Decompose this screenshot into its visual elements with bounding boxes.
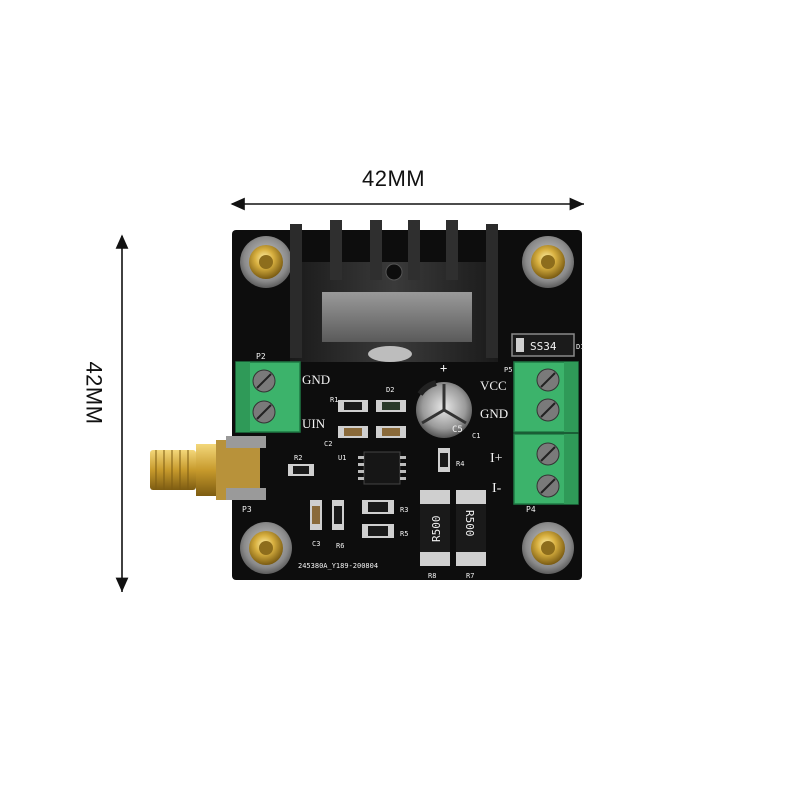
diode-marking: SS34 — [530, 340, 557, 353]
c3-label: C3 — [312, 540, 320, 548]
u1-label: U1 — [338, 454, 346, 462]
r2-label: R2 — [294, 454, 302, 462]
shunt-left-marking: R500 — [430, 516, 443, 543]
mounting-hole-bottom-left — [240, 522, 292, 574]
resistor-r2: R2 — [288, 454, 314, 476]
ic-u1: U1 — [338, 451, 406, 485]
i-plus-label: I+ — [490, 451, 503, 466]
r7-label: R7 — [466, 572, 474, 580]
d1-label: D1 — [576, 343, 584, 351]
mounting-hole-top-left — [240, 236, 292, 288]
d2-label: D2 — [386, 386, 394, 394]
r3-label: R3 — [400, 506, 408, 514]
width-dimension-label: 42MM — [362, 166, 426, 191]
c1-label: C1 — [472, 432, 480, 440]
p5-label: P5 — [504, 366, 512, 374]
electrolytic-capacitor: + C5 C1 — [416, 361, 480, 440]
i-minus-label: I- — [492, 481, 502, 496]
uin-label: UIN — [302, 416, 326, 431]
smd-group-r3-r5: R3 R5 — [362, 500, 408, 538]
mounting-hole-top-right — [522, 236, 574, 288]
gnd-label-right: GND — [480, 406, 508, 421]
gnd-label-left: GND — [302, 372, 330, 387]
smd-row-top: R1 D2 C2 — [324, 386, 406, 448]
smd-group-c3-r6: C3 R6 — [310, 500, 344, 550]
vcc-label: VCC — [480, 378, 507, 393]
r8-label: R8 — [428, 572, 436, 580]
shunt-resistor-r8: R500 R8 — [420, 490, 450, 580]
terminal-block-p2: P2 — [235, 352, 301, 433]
p3-label: P3 — [242, 505, 252, 514]
r6-label: R6 — [336, 542, 344, 550]
r5-label: R5 — [400, 530, 408, 538]
shunt-resistor-r7: R500 R7 — [456, 490, 486, 580]
r4-label: R4 — [456, 460, 464, 468]
c2-label: C2 — [324, 440, 332, 448]
r1-label: R1 — [330, 396, 338, 404]
shunt-right-marking: R500 — [463, 510, 476, 537]
terminal-block-p5: P5 — [504, 361, 579, 433]
p2-label: P2 — [256, 352, 266, 361]
terminal-block-p4: P4 — [513, 433, 579, 514]
p4-label: P4 — [526, 505, 536, 514]
mounting-hole-bottom-right — [522, 522, 574, 574]
resistor-r4: R4 — [438, 448, 464, 472]
board-serial-label: 245380A_Y189-200804 — [298, 562, 378, 570]
heatsink — [290, 220, 498, 362]
capacitor-plus-label: + — [440, 361, 447, 375]
sma-connector: P3 — [150, 436, 266, 514]
diode-d1: SS34 D1 — [511, 333, 584, 357]
c5-label: C5 — [452, 425, 463, 435]
